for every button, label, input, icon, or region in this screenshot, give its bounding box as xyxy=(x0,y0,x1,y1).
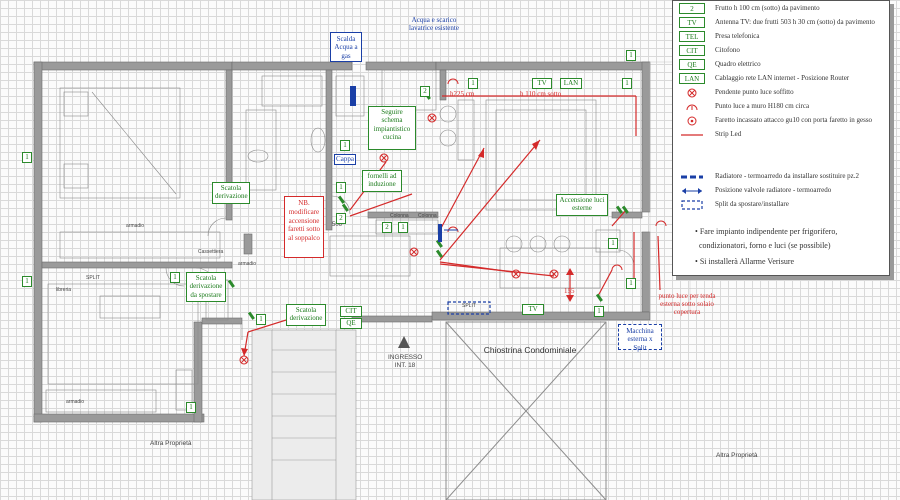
outlet-tag: 1 xyxy=(594,306,604,317)
intercom-tag: CIT xyxy=(340,306,362,317)
legend-text: Antenna TV: due frutti 503 h 30 cm (sott… xyxy=(715,18,875,26)
height-225-label: h225 cm xyxy=(450,90,475,98)
legend-text: Faretto incassato attacco gu10 con porta… xyxy=(715,116,873,124)
legend-text: Posizione valvole radiatore - termoarred… xyxy=(715,186,832,194)
wardrobe-label-3: armadio xyxy=(66,399,85,405)
outlet-tag: 2 xyxy=(382,222,392,233)
outlet-tag: 1 xyxy=(626,278,636,289)
lan-outlet-tag: LAN xyxy=(560,78,582,89)
legend-symbol: 2 xyxy=(679,3,705,14)
external-curtain-light-note: punto luce per tenda esterna sotto solai… xyxy=(658,292,716,317)
spotlight-icon xyxy=(687,116,697,126)
hvac xyxy=(350,86,491,315)
wardrobe-label-2: armadio xyxy=(238,261,257,267)
legend-text: Cablaggio rete LAN internet - Posizione … xyxy=(715,74,850,82)
legend-symbol: TV xyxy=(679,17,705,28)
dimension-155: 155 xyxy=(564,287,575,295)
legend-text: Citofono xyxy=(715,46,740,54)
water-heater-label: Scalda Acqua a gas xyxy=(330,32,362,62)
wardrobe-label-1: armadio xyxy=(126,223,145,229)
outlet-tag: 1 xyxy=(22,276,32,287)
column-label-2: Colonna xyxy=(418,213,437,219)
legend-symbol: CIT xyxy=(679,45,705,56)
water-supply-label: Acqua e scarico lavatrice esistente xyxy=(409,16,459,33)
entry-arrow xyxy=(398,336,410,348)
dimension-506: 506 xyxy=(332,222,343,228)
kitchen-scheme-label: Seguire schema impiantistico cucina xyxy=(368,106,416,150)
pendant-light-icon xyxy=(687,88,697,98)
electrical-panel-tag: QE xyxy=(340,318,362,329)
legend-symbol: QE xyxy=(679,59,705,70)
bookcase-label: libreria xyxy=(56,287,72,293)
outlet-tag: 1 xyxy=(256,314,266,325)
outlet-tag: 1 xyxy=(398,222,408,233)
legend-note-text: Si installerà Allarme Verisure xyxy=(699,257,795,266)
legend-text: Strip Led xyxy=(715,130,742,138)
legend-text: Quadro elettrico xyxy=(715,60,761,68)
stairwell xyxy=(251,329,357,500)
other-property-left: Altra Proprietà xyxy=(150,440,192,447)
legend-text: Pendente punto luce soffitto xyxy=(715,88,794,96)
outlet-tag: 2 xyxy=(420,86,430,97)
outlet-tag: 1 xyxy=(468,78,478,89)
legend-text: Radiatore - termoarredo da installare so… xyxy=(715,172,860,180)
outlet-tag: 1 xyxy=(622,78,632,89)
split-room-label: SPLIT xyxy=(86,275,100,281)
legend-note-text: Fare impianto indipendente per frigorife… xyxy=(699,227,838,236)
outlet-tag: 1 xyxy=(186,402,196,413)
wall-light-icon xyxy=(686,104,698,111)
legend-symbol: TEL xyxy=(679,31,705,42)
legend-note: • Si installerà Allarme Verisure xyxy=(695,257,795,266)
courtyard xyxy=(445,321,607,500)
legend-note-text: condizionatori, forno e luci (se possibi… xyxy=(699,241,831,250)
entrance-label: INGRESSO xyxy=(388,354,423,361)
outlet-tag: 1 xyxy=(340,140,350,151)
pendant-lights xyxy=(239,78,667,365)
split-living-label: SPLIT xyxy=(462,303,476,309)
legend-note: • Fare impianto indipendente per frigori… xyxy=(695,227,838,236)
legend-text: Punto luce a muro H180 cm circa xyxy=(715,102,810,110)
junction-box-label-2: Scatola derivazione da spostare xyxy=(186,272,226,302)
valve-icon xyxy=(682,188,702,194)
outlet-tag: 1 xyxy=(608,238,618,249)
outlet-tag: 1 xyxy=(170,272,180,283)
split-unit-label: Macchina esterna x Split xyxy=(618,324,662,352)
legend-text: Frutto h 100 cm (sotto) da pavimento xyxy=(715,4,820,12)
note-box: NB. modificare accensione faretti sotto … xyxy=(284,196,324,258)
external-lights-label: Accensione luci esterne xyxy=(556,194,608,216)
strip-led-icon xyxy=(681,134,703,136)
outlet-tag: 2 xyxy=(336,213,346,224)
switches xyxy=(227,91,629,320)
outlet-tag: 1 xyxy=(22,152,32,163)
tv-outlet-tag: TV xyxy=(532,78,552,89)
split-icon xyxy=(681,200,703,210)
induction-label: fornelli ad induzione xyxy=(362,170,402,192)
legend-panel: 2 Frutto h 100 cm (sotto) da pavimento T… xyxy=(672,0,890,276)
outlet-tag: 1 xyxy=(626,50,636,61)
legend-symbol: LAN xyxy=(679,73,705,84)
column-label-1: Colonna xyxy=(390,213,409,219)
height-110-label: h 110 cm sotto xyxy=(520,90,562,98)
legend-text: Split da spostare/installare xyxy=(715,200,789,208)
other-property-right: Altra Proprietà xyxy=(716,452,758,459)
legend-note: condizionatori, forno e luci (se possibi… xyxy=(695,241,831,250)
drawer-label: Cassettiera xyxy=(198,249,224,255)
hood-label: Cappa xyxy=(334,154,356,165)
apartment-number: INT. 18 xyxy=(394,362,416,369)
courtyard-label: Chiostrina Condominiale xyxy=(483,345,577,355)
radiator-icon xyxy=(681,175,703,179)
tv-outlet-tag: TV xyxy=(522,304,544,315)
outlet-tag: 1 xyxy=(336,182,346,193)
junction-box-label-3: Scatola derivazione xyxy=(286,304,326,326)
junction-box-label-1: Scatola derivazione xyxy=(212,182,250,204)
legend-text: Presa telefonica xyxy=(715,32,760,40)
